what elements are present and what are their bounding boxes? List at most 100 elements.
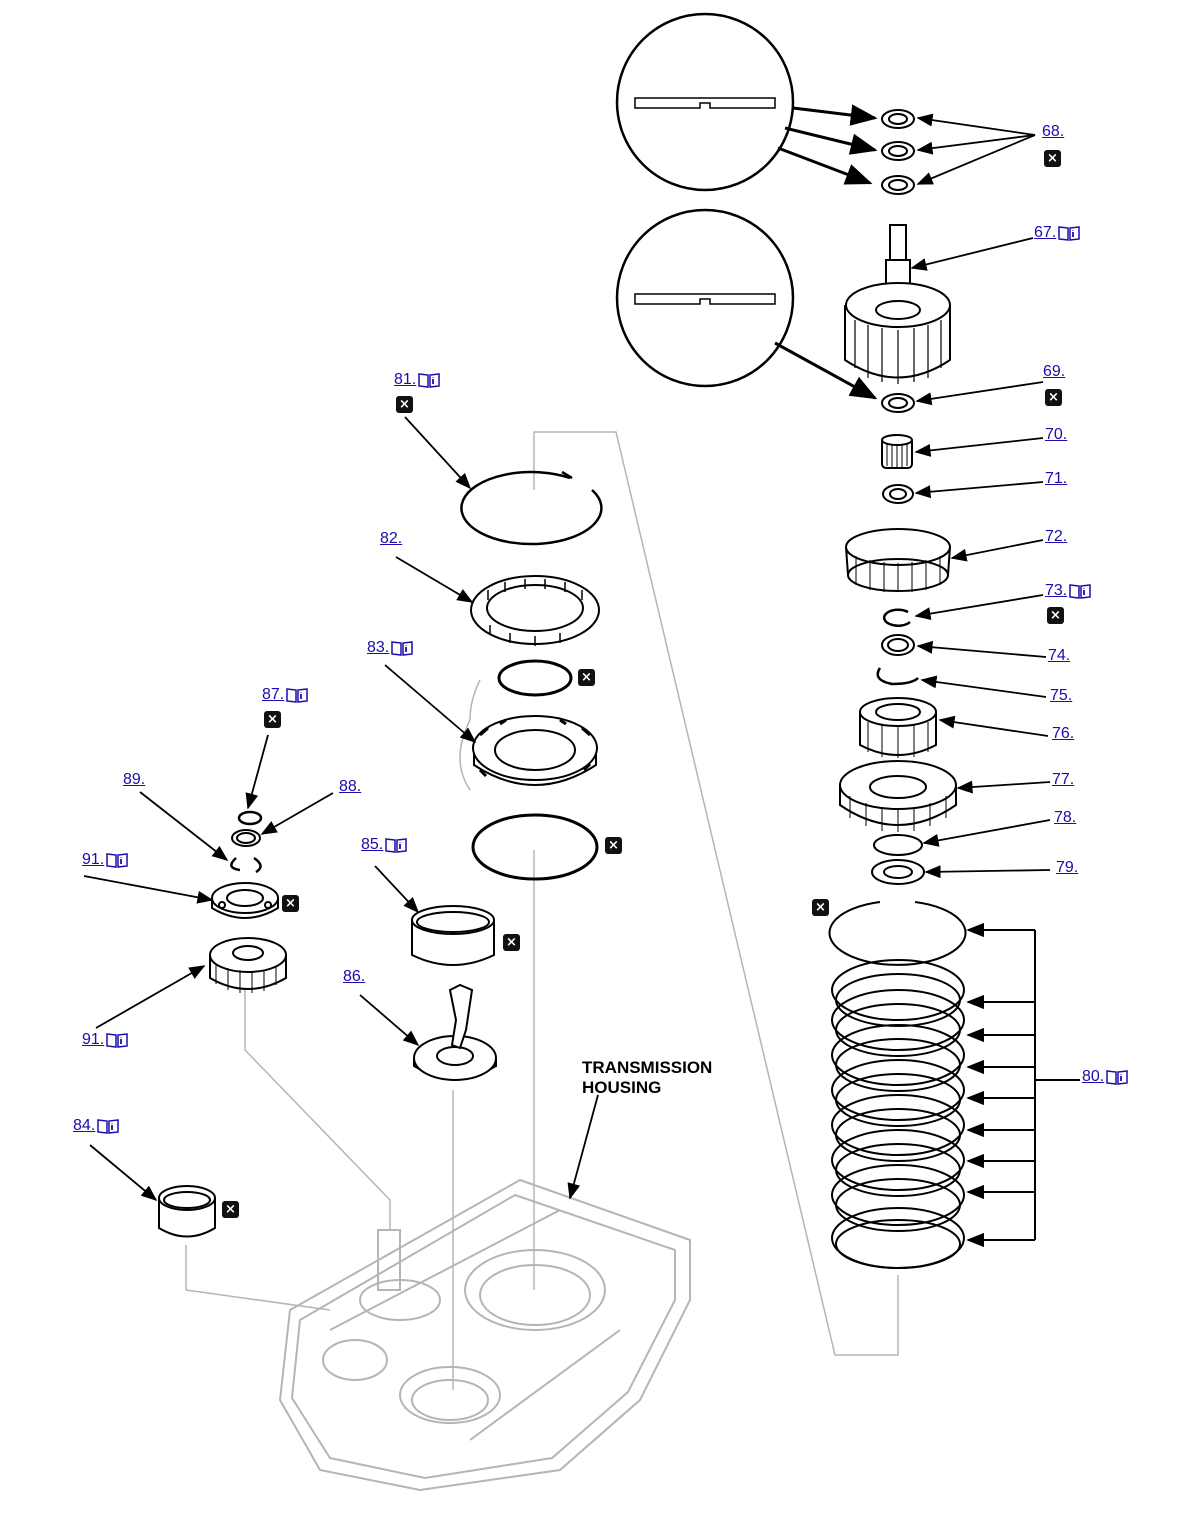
part-number: 67. <box>1034 224 1057 241</box>
manual-book-icon <box>97 1118 119 1134</box>
part-label-88[interactable]: 88. <box>339 778 361 796</box>
part-label-73[interactable]: 73. <box>1045 582 1091 600</box>
housing-label-line2: HOUSING <box>582 1078 662 1097</box>
replace-x-icon: × <box>605 837 622 854</box>
part-number: 84. <box>73 1117 96 1134</box>
detail-circle-upper <box>615 12 878 192</box>
manual-book-icon <box>385 837 407 853</box>
part-label-69[interactable]: 69. <box>1043 363 1065 381</box>
part-78-ring <box>873 834 923 856</box>
housing-label-line1: TRANSMISSION <box>582 1058 713 1077</box>
manual-book-icon <box>1106 1069 1128 1085</box>
part-label-81[interactable]: 81. <box>394 371 440 389</box>
replace-x-icon: × <box>1045 389 1062 406</box>
part-68-thrust-washers <box>881 109 915 195</box>
part-number: 79. <box>1056 859 1079 876</box>
part-number: 89. <box>123 771 146 788</box>
part-91-bearing <box>211 882 279 919</box>
part-number: 86. <box>343 968 366 985</box>
part-74-ring <box>881 634 915 656</box>
part-label-87[interactable]: 87. <box>262 686 308 704</box>
part-number: 87. <box>262 686 285 703</box>
part-86-stator-shaft <box>413 983 497 1081</box>
part-o-ring-lower <box>471 813 599 881</box>
alignment-lines <box>185 431 899 1390</box>
part-label-78[interactable]: 78. <box>1054 809 1076 827</box>
part-number: 76. <box>1052 725 1075 742</box>
part-label-91-bearing[interactable]: 91. <box>82 851 128 869</box>
part-label-75[interactable]: 75. <box>1050 687 1072 705</box>
part-number: 85. <box>361 836 384 853</box>
part-number: 88. <box>339 778 362 795</box>
part-75-snap-ring <box>876 667 919 686</box>
leader-lines-left <box>83 734 599 1202</box>
part-number: 91. <box>82 851 105 868</box>
part-82-retainer <box>470 575 600 646</box>
part-label-91-gear[interactable]: 91. <box>82 1031 128 1049</box>
manual-book-icon <box>286 687 308 703</box>
part-number: 83. <box>367 639 390 656</box>
part-label-80[interactable]: 80. <box>1082 1068 1128 1086</box>
part-label-72[interactable]: 72. <box>1045 528 1067 546</box>
detail-circle-lower <box>615 208 878 400</box>
replace-x-icon: × <box>1044 150 1061 167</box>
replace-x-icon: × <box>282 895 299 912</box>
part-number: 81. <box>394 371 417 388</box>
part-label-71[interactable]: 71. <box>1045 470 1067 488</box>
part-number: 78. <box>1054 809 1077 826</box>
part-number: 75. <box>1050 687 1073 704</box>
part-label-79[interactable]: 79. <box>1056 859 1078 877</box>
part-81-snap-ring <box>460 470 603 546</box>
part-84-bushing <box>158 1185 216 1238</box>
part-label-76[interactable]: 76. <box>1052 725 1074 743</box>
part-88-ring <box>231 829 261 847</box>
part-label-68[interactable]: 68. <box>1042 123 1064 141</box>
part-76-sun-gear <box>859 697 937 758</box>
part-number: 74. <box>1048 647 1071 664</box>
manual-book-icon <box>106 852 128 868</box>
part-label-85[interactable]: 85. <box>361 836 407 854</box>
part-71-washer <box>882 484 914 504</box>
part-label-74[interactable]: 74. <box>1048 647 1070 665</box>
housing-label: TRANSMISSION HOUSING <box>582 1058 712 1098</box>
part-label-89[interactable]: 89. <box>123 771 145 789</box>
part-number: 77. <box>1052 771 1075 788</box>
replace-x-icon: × <box>503 934 520 951</box>
manual-book-icon <box>418 372 440 388</box>
part-number: 68. <box>1042 123 1065 140</box>
part-number: 73. <box>1045 582 1068 599</box>
transmission-housing <box>278 1178 691 1492</box>
manual-book-icon <box>106 1032 128 1048</box>
part-number: 80. <box>1082 1068 1105 1085</box>
part-73-snap-ring <box>882 608 911 627</box>
replace-x-icon: × <box>578 669 595 686</box>
part-70-needle-bearing <box>881 434 913 469</box>
part-label-70[interactable]: 70. <box>1045 426 1067 444</box>
part-72-ring-gear <box>845 528 951 592</box>
part-69-washer <box>881 393 915 413</box>
part-89-clip <box>230 856 262 874</box>
replace-x-icon: × <box>396 396 413 413</box>
part-label-83[interactable]: 83. <box>367 639 413 657</box>
part-label-86[interactable]: 86. <box>343 968 365 986</box>
part-number: 72. <box>1045 528 1068 545</box>
part-label-67[interactable]: 67. <box>1034 224 1080 242</box>
part-number: 91. <box>82 1031 105 1048</box>
part-87-snap-ring <box>237 810 263 826</box>
replace-x-icon: × <box>222 1201 239 1218</box>
leader-lines-right <box>910 113 1051 879</box>
part-number: 70. <box>1045 426 1068 443</box>
part-label-84[interactable]: 84. <box>73 1117 119 1135</box>
part-number: 69. <box>1043 363 1066 380</box>
manual-book-icon <box>1069 583 1091 599</box>
leader-lines-middle <box>359 416 477 1047</box>
part-number: 71. <box>1045 470 1068 487</box>
part-83-piston <box>472 715 598 786</box>
manual-book-icon <box>391 640 413 656</box>
part-label-77[interactable]: 77. <box>1052 771 1074 789</box>
part-91-gear <box>209 937 287 993</box>
replace-x-icon: × <box>1047 607 1064 624</box>
bracket-80 <box>966 922 1080 1248</box>
part-label-82[interactable]: 82. <box>380 530 402 548</box>
